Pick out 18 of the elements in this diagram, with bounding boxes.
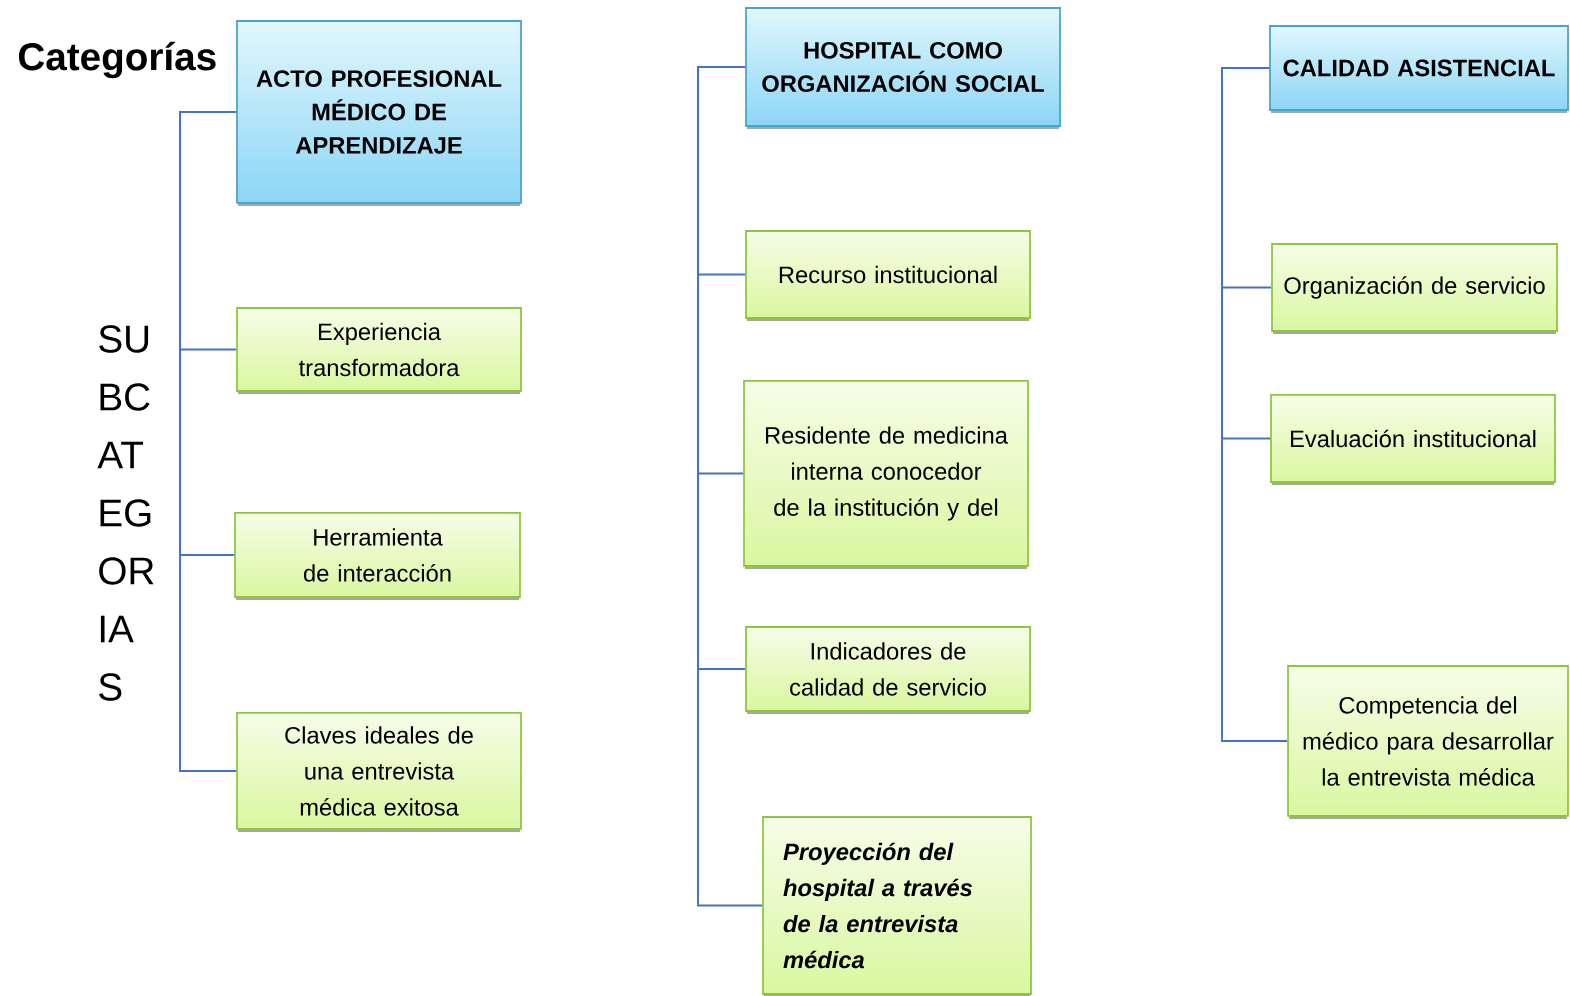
subcategory-box: Indicadores de calidad de servicio [745,626,1031,715]
category-box: HOSPITAL COMO ORGANIZACIÓN SOCIAL [745,7,1061,130]
subcategory-box: Organización de servicio [1271,243,1558,335]
subcategory-box: Residente de medicina interna conocedor de la institución y del [743,380,1029,570]
category-box: CALIDAD ASISTENCIAL [1269,25,1569,114]
subcategory-box: Recurso institucional [745,230,1031,322]
connector-line [1221,67,1289,742]
connector-line [179,111,238,772]
subcategory-box: Experiencia transformadora [236,307,522,395]
vertical-label: SU BC AT EG OR IA S [97,325,154,701]
subcategory-box: Evaluación institucional [1270,394,1556,486]
connector-line [697,66,764,907]
heading: Categorías [18,41,216,79]
subcategory-box: Herramienta de interacción [234,512,521,601]
subcategory-box: Proyección del hospital a través de la entrevista médica [762,816,1032,996]
subcategory-box: Claves ideales de una entrevista médica exitosa [236,712,522,833]
category-box: ACTO PROFESIONAL MÉDICO DE APRENDIZAJE [236,20,522,207]
subcategory-box: Competencia del médico para desarrollar la entrevista médica [1287,665,1569,820]
